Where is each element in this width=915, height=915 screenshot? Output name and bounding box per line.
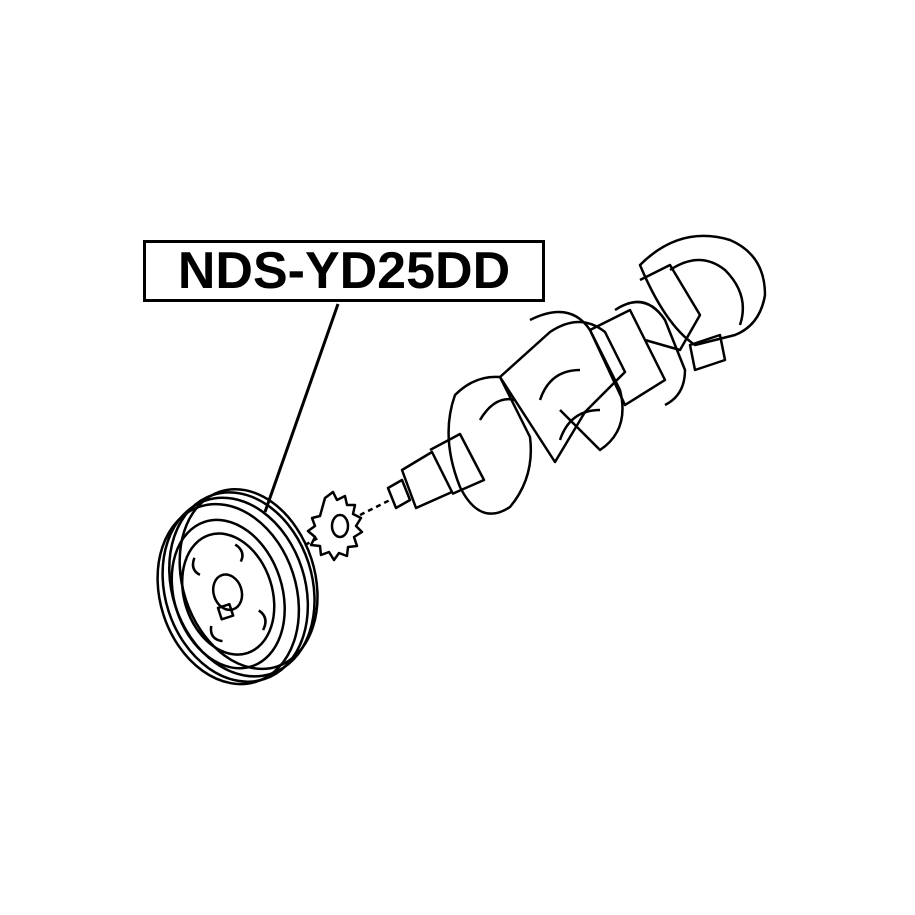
crankshaft-icon	[386, 234, 767, 515]
crankshaft-pulley-icon	[156, 487, 319, 686]
crankshaft-sprocket-icon	[304, 490, 391, 562]
part-number-label: NDS-YD25DD	[143, 240, 545, 302]
leader-line	[263, 303, 340, 513]
part-number-text: NDS-YD25DD	[177, 242, 511, 300]
